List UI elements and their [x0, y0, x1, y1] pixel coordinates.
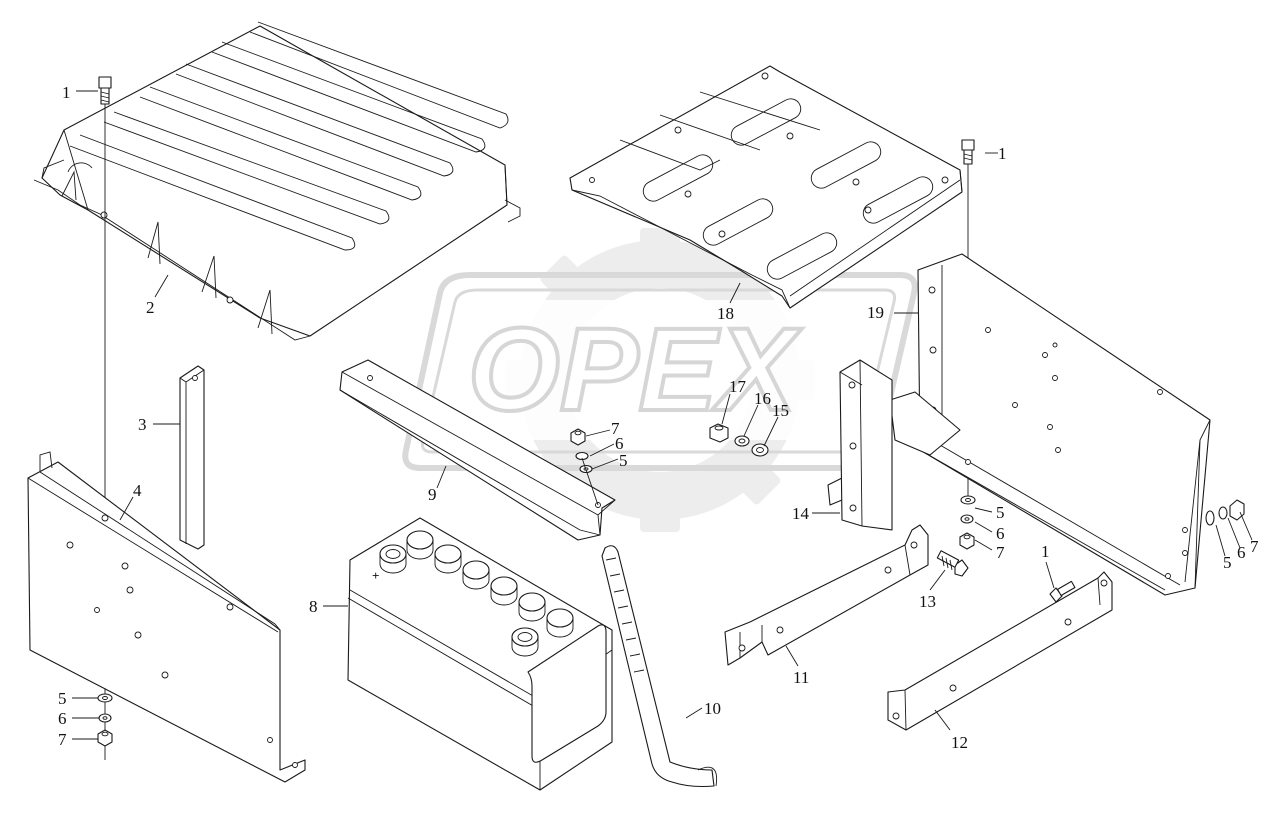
callout-labels: 1 2 3 4 5 6 7 8 9 10 7 6 5 17 16 15 18 1…	[58, 83, 1259, 752]
callout-18: 18	[717, 304, 734, 323]
callout-1-left: 1	[62, 83, 71, 102]
callout-13: 13	[919, 592, 936, 611]
part-11-flat-bracket	[724, 524, 929, 666]
part-3-strap	[179, 365, 205, 550]
callout-1-right-top: 1	[998, 144, 1007, 163]
callout-19: 19	[867, 303, 884, 322]
callout-7-far-right: 7	[1250, 537, 1259, 556]
callout-1-lower-right: 1	[1041, 542, 1050, 561]
leader-lines	[72, 90, 1253, 740]
part-14-vertical-bracket	[839, 359, 893, 531]
part-1-bolt-lower-right	[1049, 580, 1076, 603]
part-2-battery-cover	[33, 21, 521, 341]
callout-16: 16	[754, 389, 771, 408]
part-9-angle-bracket	[339, 359, 616, 541]
hardware-stack-left	[97, 693, 113, 747]
callout-7-right: 7	[996, 543, 1005, 562]
hardware-stack-right-horizontal	[1205, 499, 1245, 526]
hardware-stack-bracket	[570, 428, 599, 506]
callout-7-left: 7	[58, 730, 67, 749]
callout-3: 3	[138, 415, 147, 434]
callout-6-right: 6	[996, 524, 1005, 543]
callout-4: 4	[133, 481, 142, 500]
part-4-side-plate	[27, 451, 306, 783]
callout-6-far-right: 6	[1237, 543, 1246, 562]
part-back-bracket	[827, 391, 961, 506]
part-18-top-tray	[569, 65, 963, 309]
part-12-lower-bracket	[887, 571, 1113, 731]
callout-11: 11	[793, 668, 809, 687]
positive-terminal-symbol: +	[372, 568, 379, 583]
battery-cell-caps	[379, 530, 574, 657]
hardware-stack-right-vertical	[959, 495, 976, 550]
callout-6-left: 6	[58, 709, 67, 728]
callout-12: 12	[951, 733, 968, 752]
callout-10: 10	[704, 699, 721, 718]
hardware-stack-center	[709, 423, 769, 457]
callout-5-far-right: 5	[1223, 553, 1232, 572]
callout-2: 2	[146, 298, 155, 317]
callout-14: 14	[792, 504, 810, 523]
callout-5-right: 5	[996, 503, 1005, 522]
callout-6-bracket: 6	[615, 434, 624, 453]
callout-5-bracket: 5	[619, 451, 628, 470]
callout-15: 15	[772, 401, 789, 420]
callout-5-left: 5	[58, 689, 67, 708]
part-8-battery: +	[347, 517, 613, 791]
part-13-bolt	[936, 550, 969, 577]
opex-watermark: OPEX	[402, 228, 918, 532]
callout-7-bracket: 7	[611, 419, 620, 438]
callout-17: 17	[729, 377, 747, 396]
part-10-cable	[601, 545, 718, 788]
callout-9: 9	[428, 485, 437, 504]
callout-8: 8	[309, 597, 318, 616]
watermark-text: OPEX	[468, 304, 802, 436]
